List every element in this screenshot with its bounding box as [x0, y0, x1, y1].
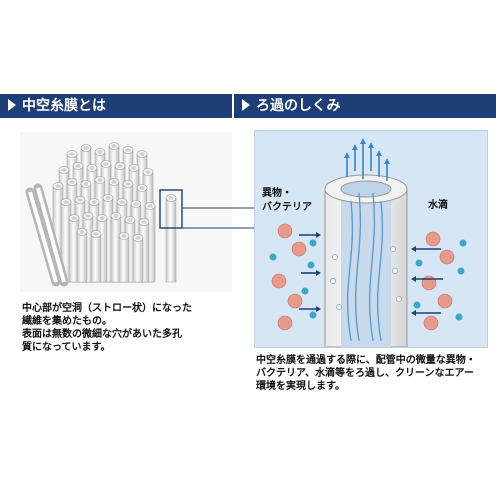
header-title: ろ過のしくみ [256, 98, 341, 114]
hollow-fiber [165, 194, 177, 283]
outflow-arrow [384, 158, 390, 181]
hollow-fiber [25, 187, 61, 287]
section-header-hollow-fiber: 中空糸膜とは [0, 94, 232, 118]
hollow-fiber [76, 228, 88, 283]
description-line: 繊維を集めたもの。 [22, 316, 112, 327]
water-particle [301, 287, 309, 295]
description-line: 表面は無数の微細な穴があいた多孔 [22, 329, 182, 340]
bacteria-particle [287, 293, 303, 309]
section-header-filtration: ろ過のしくみ [234, 94, 496, 118]
water-particle [269, 253, 277, 261]
bacteria-particle [291, 241, 307, 257]
water-particle [413, 301, 421, 309]
label-water-droplet: 水滴 [428, 200, 448, 211]
inflow-arrow-right [411, 276, 443, 282]
air-flow-line [376, 200, 384, 342]
description-line: 環境を実現します。 [256, 381, 345, 392]
hollow-fiber [110, 212, 122, 283]
air-flow-line [354, 192, 362, 342]
header-title: 中空糸膜とは [22, 98, 106, 114]
inflow-arrow-left [299, 306, 321, 312]
outflow-arrow [368, 142, 374, 171]
air-flow-line [346, 200, 354, 342]
inflow-arrow-left [301, 270, 321, 276]
bacteria-particle [271, 273, 287, 289]
bacteria-particle [277, 315, 293, 331]
triangle-icon [8, 99, 16, 111]
filtration-description: 中空糸膜を通過する際に、配管中の微量な異物・ バクテリア、水滴等をろ過し、クリー… [256, 354, 492, 393]
water-particle [307, 261, 315, 269]
description-line: 中空糸膜を通過する際に、配管中の微量な異物・ [256, 355, 476, 366]
bacteria-particle [437, 293, 453, 309]
inflow-arrows [299, 232, 443, 316]
hollow-fiber [124, 216, 136, 283]
bacteria-particle [421, 275, 437, 291]
hollow-fiber [90, 230, 102, 283]
water-particle [459, 239, 467, 247]
hollow-fiber [138, 218, 150, 283]
fiber-top-opening [340, 180, 392, 198]
fiber-bundle-svg [25, 142, 183, 287]
hollow-fiber [33, 183, 69, 287]
description-line: 質になっています。 [22, 342, 111, 353]
bacteria-particle [425, 231, 441, 247]
water-particle [457, 267, 465, 275]
description-line: 中心部が空洞（ストロー状）になった [22, 303, 192, 314]
label-bacteria-line1: 異物・ [262, 188, 292, 199]
air-bubble [336, 304, 342, 310]
particle-group [269, 223, 467, 331]
inflow-arrow-right [411, 246, 441, 252]
hollow-fiber [132, 234, 144, 283]
filtration-mechanism-illustration [254, 130, 488, 348]
inflow-arrow-left [299, 232, 321, 238]
bacteria-particle [439, 249, 455, 265]
outflow-arrow [352, 144, 358, 171]
hollow-fiber-bundle-illustration [20, 132, 232, 292]
inflow-arrow-right [411, 310, 441, 316]
water-particle [455, 313, 463, 321]
hollow-fiber-description: 中心部が空洞（ストロー状）になった 繊維を集めたもの。 表面は無数の微細な穴があ… [22, 302, 236, 354]
air-bubble [392, 268, 398, 274]
label-bacteria-line2: バクテリア [262, 202, 312, 213]
outflow-arrow [376, 150, 382, 177]
hollow-fiber [118, 232, 130, 283]
air-bubble [396, 296, 402, 302]
description-line: バクテリア、水滴等をろ過し、クリーンなエアー [256, 368, 474, 379]
air-bubble [330, 278, 336, 284]
bacteria-particle [423, 315, 439, 331]
fiber-group [25, 142, 177, 287]
air-flow-line [368, 192, 376, 342]
outflow-arrow [360, 138, 366, 179]
air-bubble [390, 246, 396, 252]
water-particle [415, 259, 423, 267]
zoom-frame [159, 189, 183, 229]
bacteria-particle [277, 223, 293, 239]
water-particle [309, 239, 317, 247]
air-bubble [332, 254, 338, 260]
outflow-arrow [344, 152, 350, 177]
water-particle [309, 311, 317, 319]
inner-air-flow [346, 192, 384, 342]
triangle-icon [242, 99, 250, 111]
outflow-arrows [344, 138, 390, 181]
filtration-svg [269, 138, 467, 348]
